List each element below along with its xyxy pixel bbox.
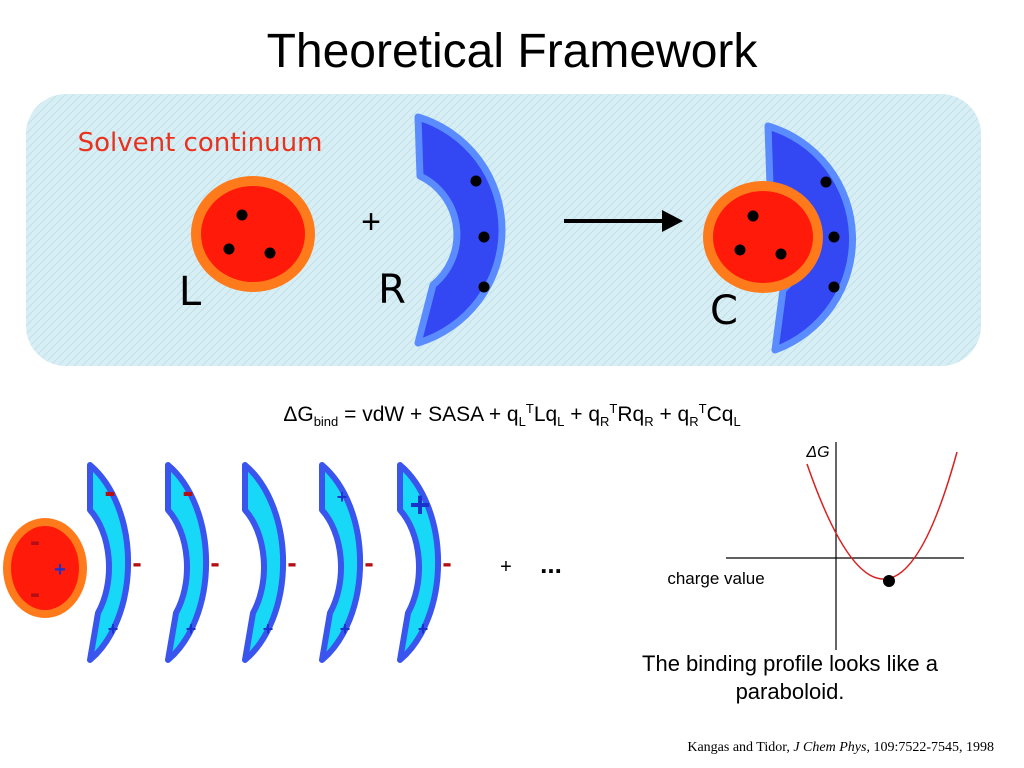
eq-delta: Δ [283, 403, 298, 426]
bottom-receptor-2: - - + [165, 462, 220, 663]
solvent-continuum-label: Solvent continuum [78, 128, 323, 158]
eq-sup2: T [609, 401, 618, 416]
receptor-charge-top: - [104, 473, 115, 511]
citation-journal: J Chem Phys [793, 740, 867, 755]
receptor-R [414, 113, 506, 347]
plot-x-label: charge value [667, 569, 764, 588]
parabola-curve [806, 451, 958, 580]
bottom-receptors: --+--+-++-++-+ [87, 462, 452, 663]
bottom-receptor-3: -+ [242, 462, 297, 663]
receptor-charge-mid: - [364, 547, 373, 578]
ligand-label: L [179, 269, 202, 315]
receptor-label: R [378, 267, 406, 313]
bottom-receptor-shape [165, 462, 210, 663]
eq-Cq-sub: L [733, 414, 741, 430]
receptor-charge-bot: + [186, 619, 197, 639]
eq-qR2-sub: R [689, 414, 699, 430]
eq-sup1: T [525, 401, 534, 416]
receptor-charge-top: - [182, 473, 193, 511]
complex-label: C [710, 288, 738, 334]
bottom-receptor-1: - - + [87, 462, 142, 663]
bottom-receptor-shape [319, 462, 364, 663]
bottom-receptor-4: + - + [319, 462, 374, 663]
bottom-receptor-shape [242, 462, 287, 663]
bottom-receptor-shape [397, 462, 442, 663]
receptor-charge-bot: + [418, 619, 429, 639]
eq-qR-sub: R [600, 414, 610, 430]
citation-authors: Kangas and Tidor, [687, 740, 790, 755]
binding-profile-plot: ΔG charge value [667, 442, 964, 650]
plus-sign: + [361, 203, 381, 241]
eq-plus-qR: + q [564, 403, 601, 426]
ligand-charge-3: - [30, 577, 40, 610]
eq-Rq-sub: R [644, 414, 654, 430]
binding-profile-caption: The binding profile looks like a parabol… [642, 651, 938, 704]
citation: Kangas and Tidor, J Chem Phys, 109:7522-… [687, 740, 994, 756]
binding-equation: ΔGbind = vdW + SASA + qLTLqL + qRTRqR + … [150, 394, 874, 437]
series-plus: + [500, 556, 512, 578]
eq-sup3: T [698, 401, 707, 416]
ligand-charge-2: + [54, 559, 66, 581]
eq-G-sub: bind [313, 414, 339, 430]
receptor-charge-mid: - [132, 547, 141, 578]
minimum-point [883, 575, 895, 587]
eq-plus-qR2: + q [653, 403, 690, 426]
ligand-L [191, 176, 315, 292]
eq-G: G [297, 403, 314, 426]
slide-title: Theoretical Framework [266, 25, 758, 78]
bottom-receptor-5: +-+ [397, 462, 452, 663]
receptor-charge-mid: - [210, 547, 219, 578]
eq-Lq: Lq [533, 403, 558, 426]
eq-middle: = vdW + SASA + q [338, 403, 519, 426]
plot-y-label: ΔG [805, 444, 829, 461]
reaction-arrow [564, 210, 683, 232]
bottom-receptor-shape [87, 462, 132, 663]
eq-Cq: Cq [706, 403, 734, 426]
eq-Rq: Rq [617, 403, 645, 426]
receptor-charge-top: + [337, 487, 348, 507]
complex-C [703, 122, 857, 354]
bottom-ligand: - + - [3, 518, 87, 618]
ligand-charge-1: - [30, 525, 40, 558]
citation-details: , 109:7522-7545, 1998 [866, 740, 994, 755]
eq-qL-sub: L [518, 414, 526, 430]
eq-Lq-sub: L [557, 414, 565, 430]
receptor-charge-bot: + [263, 619, 274, 639]
receptor-charge-top: + [409, 484, 430, 525]
receptor-charge-bot: + [108, 619, 119, 639]
receptor-charge-mid: - [287, 547, 296, 578]
receptor-charge-mid: - [442, 547, 451, 578]
receptor-charge-bot: + [340, 619, 351, 639]
ellipsis: ... [540, 549, 562, 579]
